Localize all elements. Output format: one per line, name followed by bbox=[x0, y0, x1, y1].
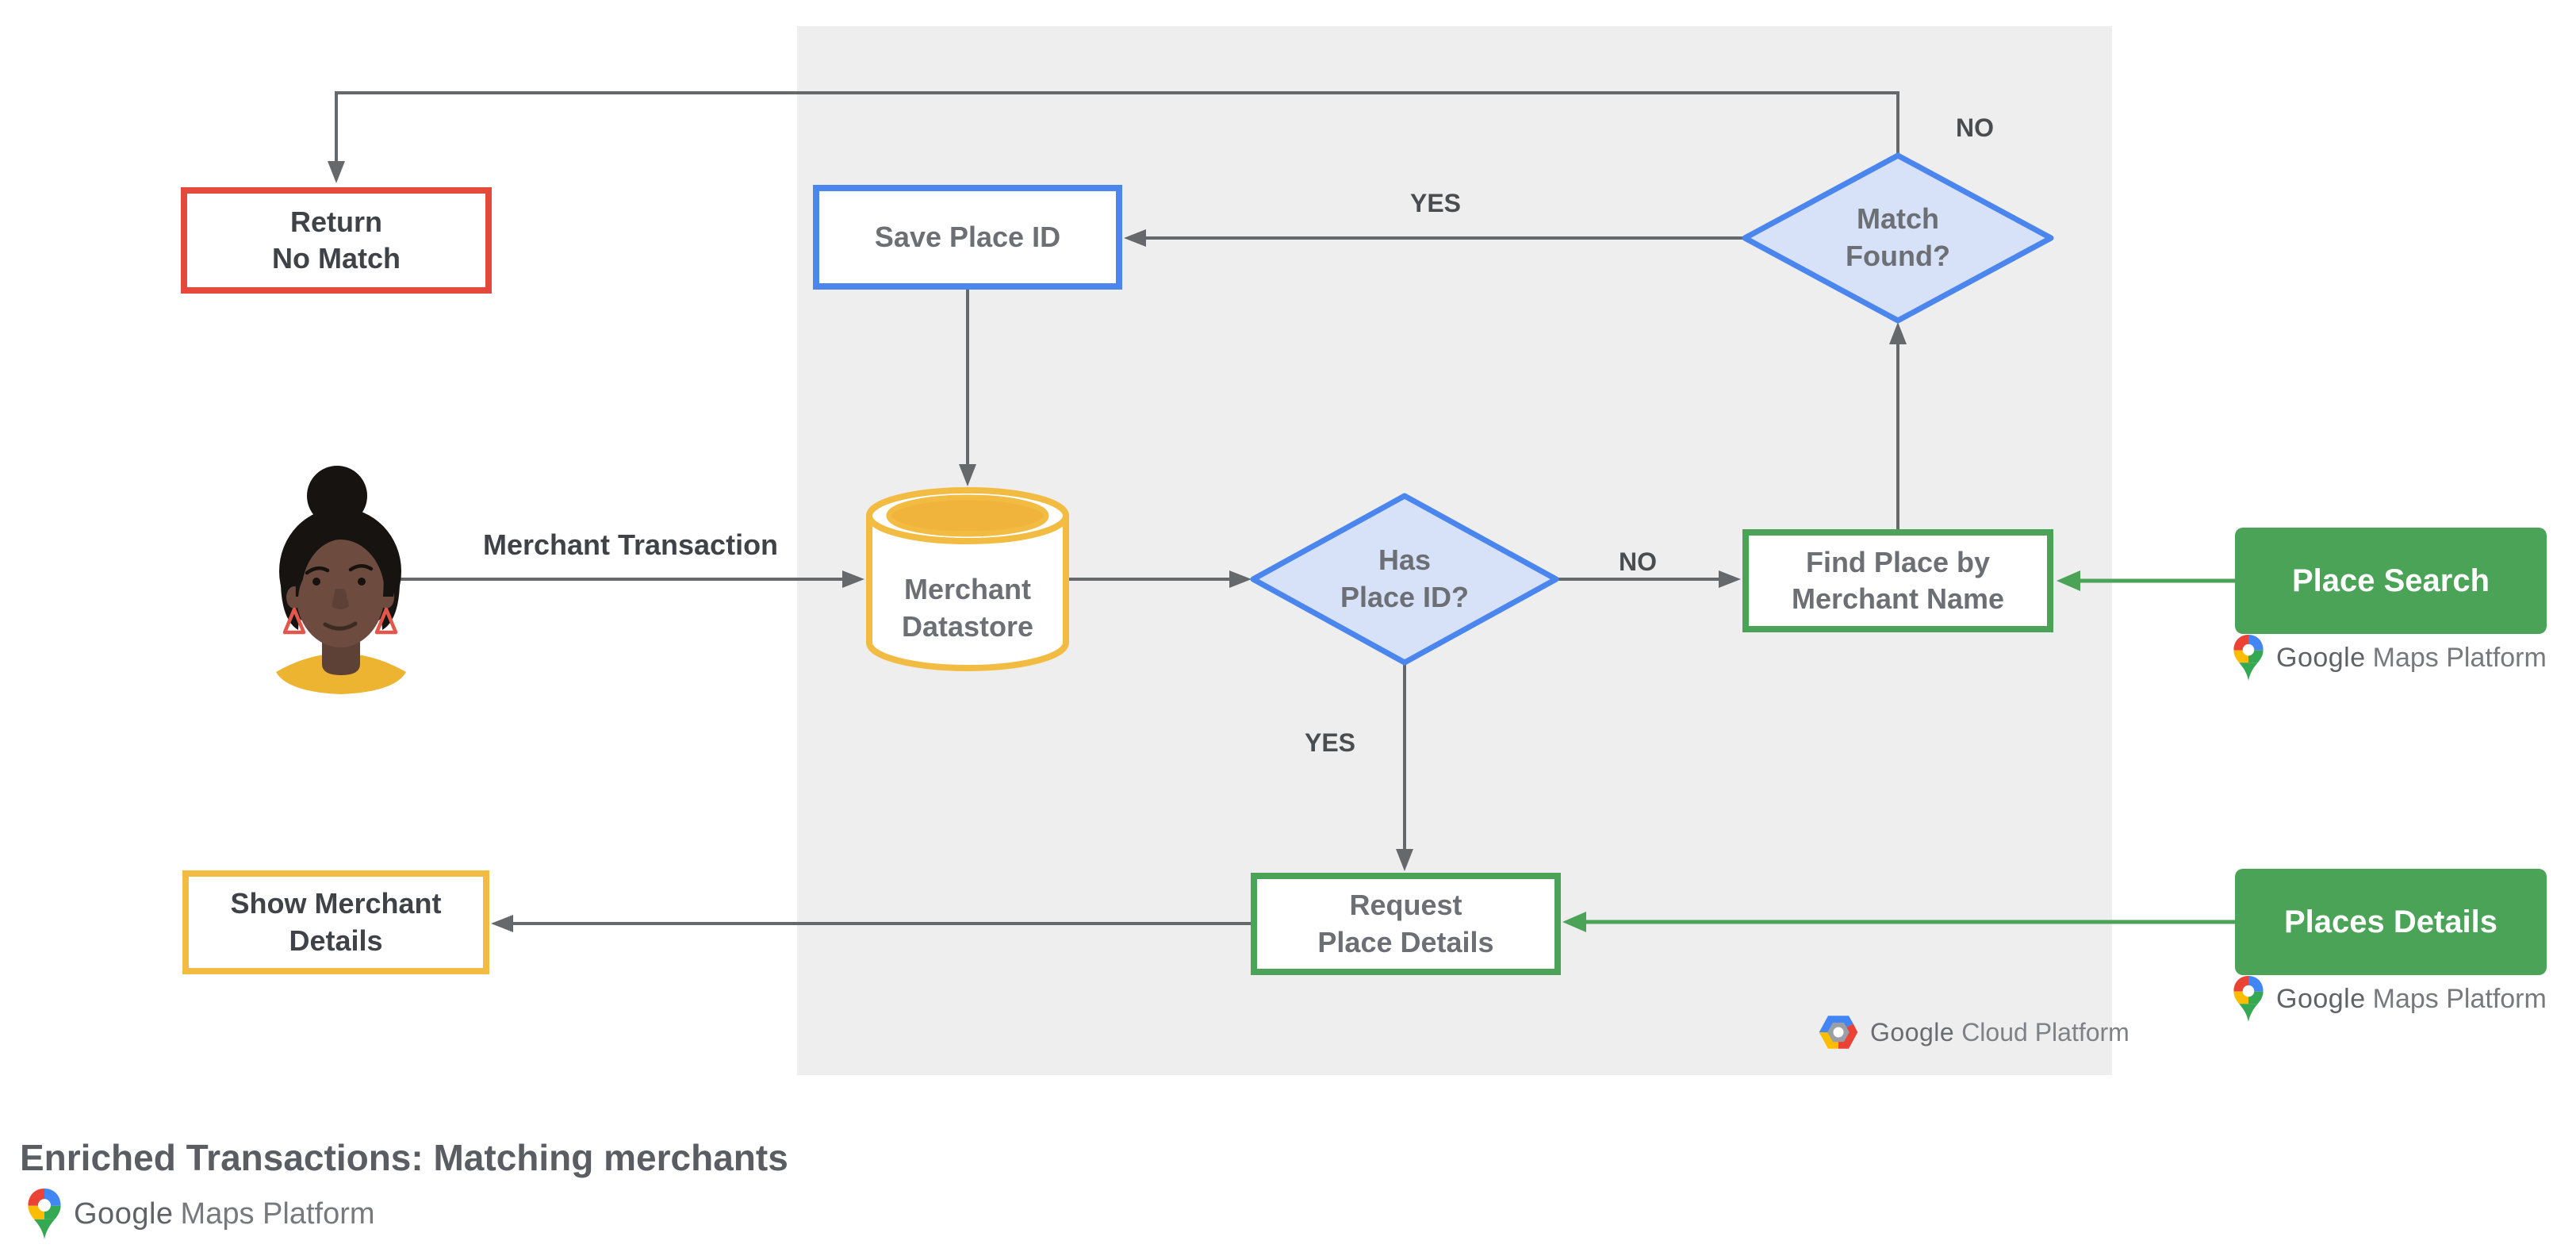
node-show-merchant-details: Show Merchant Details bbox=[182, 870, 489, 974]
node-merchant-datastore-label: Merchant Datastore bbox=[901, 573, 1034, 643]
maps-platform-product: Maps Platform bbox=[180, 1196, 375, 1231]
edge-has-yes-to-request bbox=[1396, 662, 1413, 871]
edge-match-no-to-return bbox=[328, 91, 1899, 183]
gcp-hexagon-icon bbox=[1819, 1016, 1858, 1049]
edge-placesearch-to-find bbox=[2057, 570, 2235, 591]
maps-platform-product: Maps Platform bbox=[2372, 642, 2547, 673]
has-place-id-diamond bbox=[1250, 493, 1559, 666]
maps-platform-product: Maps Platform bbox=[2372, 983, 2547, 1014]
edge-has-no-to-find bbox=[1556, 570, 1741, 588]
node-places-details: Places Details bbox=[2235, 869, 2547, 975]
google-wordmark: Google bbox=[1870, 1017, 1955, 1047]
edge-label-merchant-transaction: Merchant Transaction bbox=[482, 528, 779, 561]
edge-placesdetails-to-request bbox=[1562, 912, 2235, 932]
maps-pin-icon bbox=[28, 1189, 61, 1239]
edge-match-yes-to-save bbox=[1124, 229, 1745, 247]
edge-label-has-yes: YES bbox=[1304, 728, 1356, 757]
edge-request-to-show bbox=[491, 915, 1251, 932]
google-wordmark: Google bbox=[74, 1196, 174, 1231]
person-avatar bbox=[276, 466, 406, 694]
node-place-search: Place Search bbox=[2235, 528, 2547, 634]
node-match-found-label: Match Found? bbox=[1846, 202, 1950, 272]
edge-label-match-no: NO bbox=[1956, 113, 1994, 142]
cloud-platform-product: Cloud Platform bbox=[1961, 1017, 2129, 1047]
diagram-title: Enriched Transactions: Matching merchant… bbox=[20, 1137, 788, 1178]
google-wordmark: Google bbox=[2276, 642, 2366, 673]
edge-label-has-no: NO bbox=[1619, 547, 1657, 576]
match-found-diamond bbox=[1742, 152, 2054, 324]
edge-label-match-yes: YES bbox=[1409, 189, 1462, 217]
edge-datastore-to-has bbox=[1069, 570, 1252, 588]
google-wordmark: Google bbox=[2276, 983, 2366, 1014]
node-has-place-id-label: Has Place ID? bbox=[1340, 543, 1470, 613]
edge-user-to-datastore bbox=[401, 570, 864, 588]
edge-save-to-datastore bbox=[959, 290, 976, 486]
datastore-cylinder bbox=[866, 487, 1069, 671]
node-return-no-match: Return No Match bbox=[181, 187, 492, 294]
edge-find-to-match bbox=[1889, 322, 1907, 529]
node-find-place-by-merchant-name: Find Place by Merchant Name bbox=[1742, 529, 2053, 632]
node-request-place-details: Request Place Details bbox=[1251, 873, 1561, 975]
maps-pin-icon bbox=[2233, 635, 2264, 681]
maps-pin-icon bbox=[2233, 976, 2264, 1022]
node-save-place-id: Save Place ID bbox=[813, 185, 1122, 290]
